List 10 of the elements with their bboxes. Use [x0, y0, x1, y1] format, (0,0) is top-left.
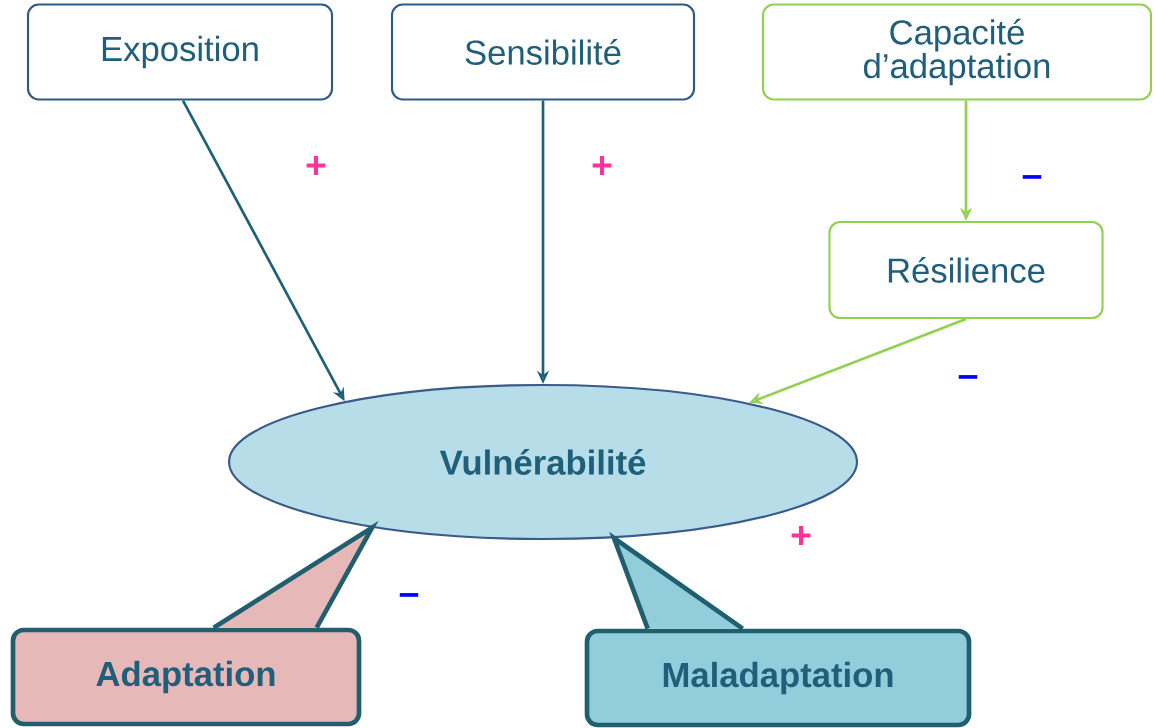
sign-label: –: [1022, 175, 1042, 179]
sign-label: –: [958, 375, 978, 379]
callout-box: Adaptation: [10, 520, 379, 727]
sign-label: +: [306, 156, 326, 175]
process-box: Résilience: [828, 220, 1104, 320]
process-box: Sensibilité: [390, 3, 696, 101]
process-box: Capacité d’adaptation: [761, 3, 1153, 101]
sign-label: +: [592, 156, 612, 175]
process-box: Exposition: [26, 3, 334, 101]
sign-label: –: [399, 593, 419, 597]
